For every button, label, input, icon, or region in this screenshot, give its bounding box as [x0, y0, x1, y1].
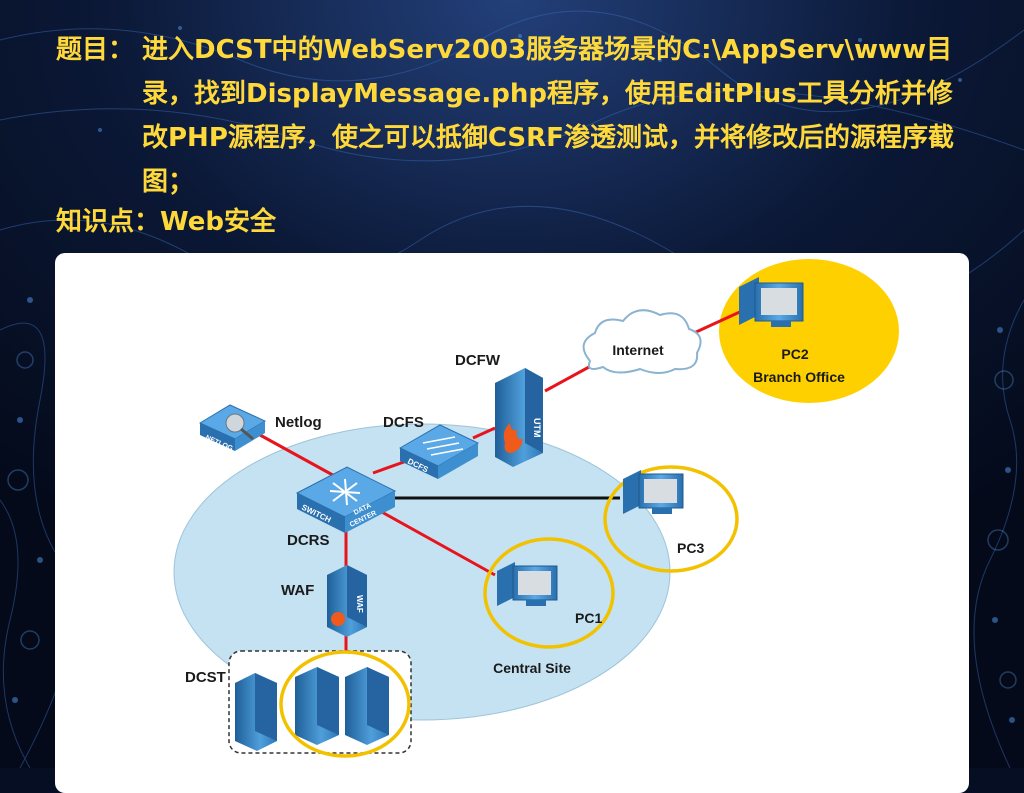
dcfw-label: DCFW [455, 352, 501, 369]
waf-device-icon: WAF [327, 565, 367, 637]
branch-office-label: Branch Office [753, 369, 845, 385]
dcfs-label: DCFS [383, 414, 424, 431]
dcst-server-icon [235, 673, 277, 751]
dcst-server-icon [295, 667, 339, 745]
netlog-label: Netlog [275, 414, 322, 431]
pc1-label: PC1 [575, 610, 602, 626]
diagram-panel: Internet PC2 Branch Office UTM DCFW NETL… [55, 253, 969, 793]
network-topology-diagram: Internet PC2 Branch Office UTM DCFW NETL… [173, 259, 899, 758]
central-site-label: Central Site [493, 660, 571, 676]
dcfw-firewall-icon: UTM [495, 368, 543, 467]
pc3-highlight-ring [603, 465, 739, 573]
pc3-label: PC3 [677, 540, 704, 556]
link-netlog-dcrs [259, 433, 341, 481]
internet-label: Internet [612, 342, 664, 358]
link-dcfs-dcfw [472, 426, 496, 440]
task-label: 题目： [56, 35, 135, 65]
pc1-computer-icon [497, 562, 558, 606]
knowledge-label: 知识点： [56, 207, 161, 237]
dcfs-device-icon: DCFS [398, 424, 480, 479]
link-dcrs-pc1 [379, 509, 496, 577]
dcst-highlight-ring [279, 650, 411, 758]
task-text: 进入DCST中的WebServ2003服务器场景的C:\AppServ\www目… [142, 35, 954, 197]
internet-cloud-icon [582, 309, 702, 374]
dcst-server-icon [345, 667, 389, 745]
waf-tag: WAF [355, 595, 364, 613]
pc1-highlight-ring [483, 537, 615, 649]
netlog-device-icon: NETLOG [198, 404, 267, 453]
dcrs-switch-icon: SWITCH DATA CENTER [295, 466, 397, 533]
dcst-label: DCST [185, 669, 226, 686]
pc2-label: PC2 [781, 346, 808, 362]
pc2-computer-icon [739, 277, 804, 327]
knowledge-text: Web安全 [160, 207, 277, 237]
waf-label: WAF [281, 582, 314, 599]
dcrs-label: DCRS [287, 532, 330, 549]
pc3-computer-icon [623, 470, 684, 514]
knowledge-point: 知识点：Web安全 [56, 200, 276, 244]
utm-tag: UTM [532, 418, 542, 438]
